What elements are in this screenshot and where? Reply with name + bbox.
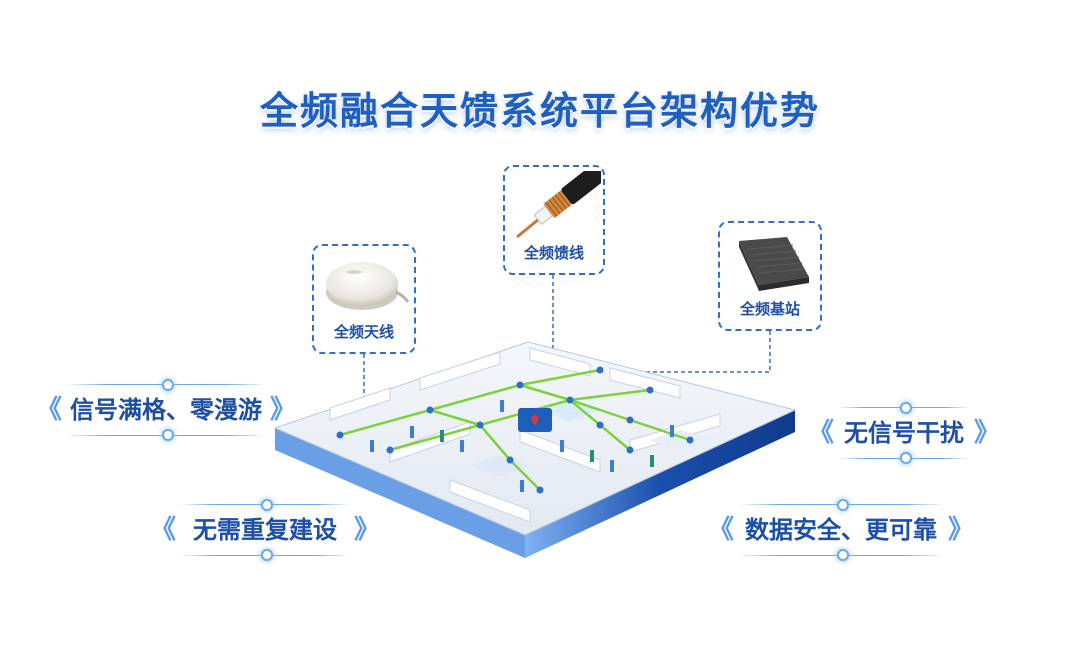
- page-title: 全频融合天馈系统平台架构优势: [259, 89, 820, 133]
- feature-data-security-text: 数据安全、更可靠: [745, 516, 937, 544]
- feature-no-rebuild-text: 无需重复建设: [193, 516, 337, 544]
- feeder-label: 全频馈线: [523, 244, 584, 262]
- chevron-right-icon: 》: [353, 515, 380, 545]
- ceiling-antenna-icon: [326, 262, 410, 310]
- feature-no-interference: 《 无信号干扰 》: [808, 402, 1000, 464]
- feeder-card: 全频馈线: [503, 165, 605, 275]
- feature-no-interference-text: 无信号干扰: [844, 419, 964, 447]
- feature-data-security: 《 数据安全、更可靠 》: [708, 499, 974, 561]
- chevron-right-icon: 》: [947, 515, 974, 545]
- antenna-card: 全频天线: [312, 244, 416, 354]
- feature-full-signal: 《 信号满格、零漫游 》: [36, 379, 296, 441]
- base-station-label: 全频基站: [739, 300, 800, 318]
- feature-full-signal-text: 信号满格、零漫游: [70, 396, 262, 424]
- chevron-right-icon: 》: [973, 418, 1000, 448]
- base-station-icon: [739, 237, 809, 291]
- chevron-right-icon: 》: [269, 395, 296, 425]
- coaxial-cable-icon: [516, 171, 601, 239]
- base-station-card: 全频基站: [718, 221, 822, 331]
- feature-no-rebuild: 《 无需重复建设 》: [150, 499, 380, 561]
- antenna-label: 全频天线: [333, 323, 394, 341]
- hospital-floor-plan: [270, 341, 800, 558]
